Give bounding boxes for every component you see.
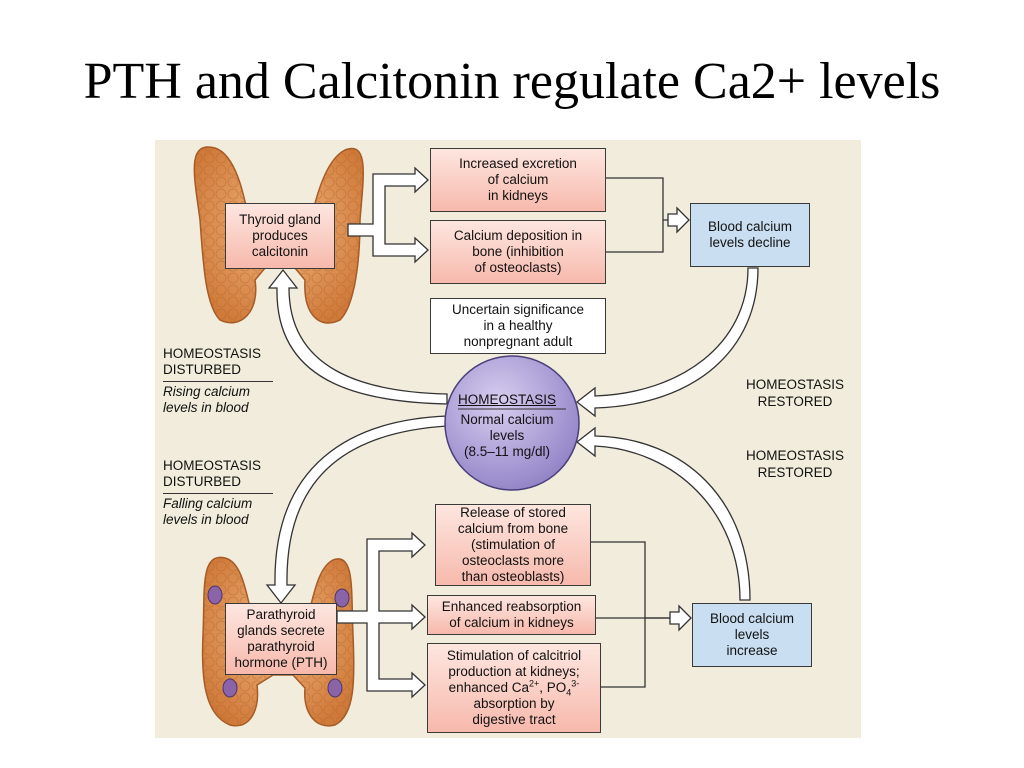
increase-line: Blood calcium: [709, 611, 795, 626]
uncertain-line: in a healthy: [483, 318, 553, 333]
circle-line: (8.5–11 mg/dl): [463, 444, 551, 459]
effect-line: Enhanced reabsorption: [441, 599, 582, 614]
disturbed-sub: levels in blood: [163, 512, 249, 527]
disturbed-header: HOMEOSTASIS: [163, 346, 262, 361]
flow-arrows: [265, 166, 759, 699]
effect-line: of calcium in kidneys: [449, 615, 574, 630]
homeostasis-circle: [444, 355, 580, 491]
effect-line: than osteoblasts): [461, 569, 565, 584]
disturbed-header: DISTURBED: [163, 362, 242, 377]
effect-line: Release of stored: [460, 505, 566, 520]
effect-line: in kidneys: [487, 188, 549, 203]
parathyroid-line: Parathyroid: [246, 607, 316, 622]
effect-line: Increased excretion: [459, 156, 577, 171]
ion-subscript: 4: [566, 687, 572, 698]
increase-line: increase: [726, 643, 778, 658]
ion-charge: 2+: [529, 678, 540, 689]
effect-line: digestive tract: [472, 712, 556, 727]
parathyroid-line: hormone (PTH): [234, 655, 328, 670]
homeostasis-disturbed-falling-label: HOMEOSTASIS DISTURBED Falling calcium le…: [163, 458, 273, 528]
parathyroid-line: glands secrete: [237, 623, 325, 638]
calcium-homeostasis-diagram: Thyroid gland produces calcitonin Increa…: [155, 140, 861, 738]
label-rule: [163, 381, 273, 382]
effect-line: calcium from bone: [457, 521, 569, 536]
disturbed-sub: Falling calcium: [163, 496, 253, 511]
decline-line: Blood calcium: [707, 219, 793, 234]
effect-line: osteoclasts more: [461, 553, 565, 568]
enhanced-reabsorption-box: Enhanced reabsorption of calcium in kidn…: [427, 595, 596, 635]
homeostasis-restored-bottom-label: HOMEOSTASIS RESTORED: [735, 447, 855, 481]
restored-line: RESTORED: [757, 394, 833, 409]
uncertain-significance-box: Uncertain significance in a healthy nonp…: [430, 298, 606, 354]
thyroid-box-line: produces: [252, 228, 308, 243]
effect-line: of osteoclasts): [474, 260, 562, 275]
slide-title: PTH and Calcitonin regulate Ca2+ levels: [83, 53, 941, 110]
disturbed-sub: Rising calcium: [163, 384, 251, 399]
release-stored-calcium-box: Release of stored calcium from bone (sti…: [435, 504, 591, 586]
effect-line: (stimulation of: [470, 537, 556, 552]
disturbed-header: HOMEOSTASIS: [163, 458, 262, 473]
homeostasis-disturbed-rising-label: HOMEOSTASIS DISTURBED Rising calcium lev…: [163, 346, 273, 416]
circle-line: Normal calcium: [460, 412, 554, 427]
effect-line: of calcium: [487, 172, 549, 187]
blood-calcium-decline-box: Blood calcium levels decline: [690, 203, 810, 267]
circle-header: HOMEOSTASIS: [457, 392, 556, 407]
restored-line: RESTORED: [757, 465, 833, 480]
decline-line: levels decline: [709, 235, 791, 250]
uncertain-line: Uncertain significance: [451, 302, 585, 317]
homeostasis-circle-text: HOMEOSTASIS Normal calcium levels (8.5–1…: [445, 392, 569, 460]
uncertain-line: nonpregnant adult: [463, 334, 573, 349]
restored-line: HOMEOSTASIS: [745, 377, 844, 392]
ion-text: enhanced Ca: [448, 680, 529, 695]
effect-line-ions: enhanced Ca2+, PO43-: [448, 678, 580, 698]
thyroid-gland-box: Thyroid gland produces calcitonin: [225, 203, 335, 269]
disturbed-sub: levels in blood: [163, 400, 249, 415]
thyroid-box-line: Thyroid gland: [239, 212, 321, 227]
restored-line: HOMEOSTASIS: [745, 448, 844, 463]
homeostasis-restored-top-label: HOMEOSTASIS RESTORED: [735, 376, 855, 410]
effect-line: production at kidneys;: [448, 664, 580, 679]
increased-excretion-box: Increased excretion of calcium in kidney…: [430, 148, 606, 212]
disturbed-header: DISTURBED: [163, 474, 242, 489]
ion-text: , PO: [539, 680, 567, 695]
label-rule: [163, 493, 273, 494]
effect-line: Stimulation of calcitriol: [446, 648, 582, 663]
parathyroid-glands-box: Parathyroid glands secrete parathyroid h…: [225, 603, 337, 675]
increase-line: levels: [734, 627, 770, 642]
blood-calcium-increase-box: Blood calcium levels increase: [692, 603, 812, 667]
calcium-deposition-box: Calcium deposition in bone (inhibition o…: [430, 220, 606, 284]
effect-line: absorption by: [473, 696, 555, 711]
circle-line: levels: [489, 428, 525, 443]
effect-line: Calcium deposition in: [453, 228, 583, 243]
ion-charge: 3-: [571, 678, 580, 689]
calcitriol-stimulation-box: Stimulation of calcitriol production at …: [427, 643, 601, 733]
thyroid-box-line: calcitonin: [251, 244, 309, 259]
effect-line: bone (inhibition: [472, 244, 564, 259]
parathyroid-line: parathyroid: [247, 639, 315, 654]
